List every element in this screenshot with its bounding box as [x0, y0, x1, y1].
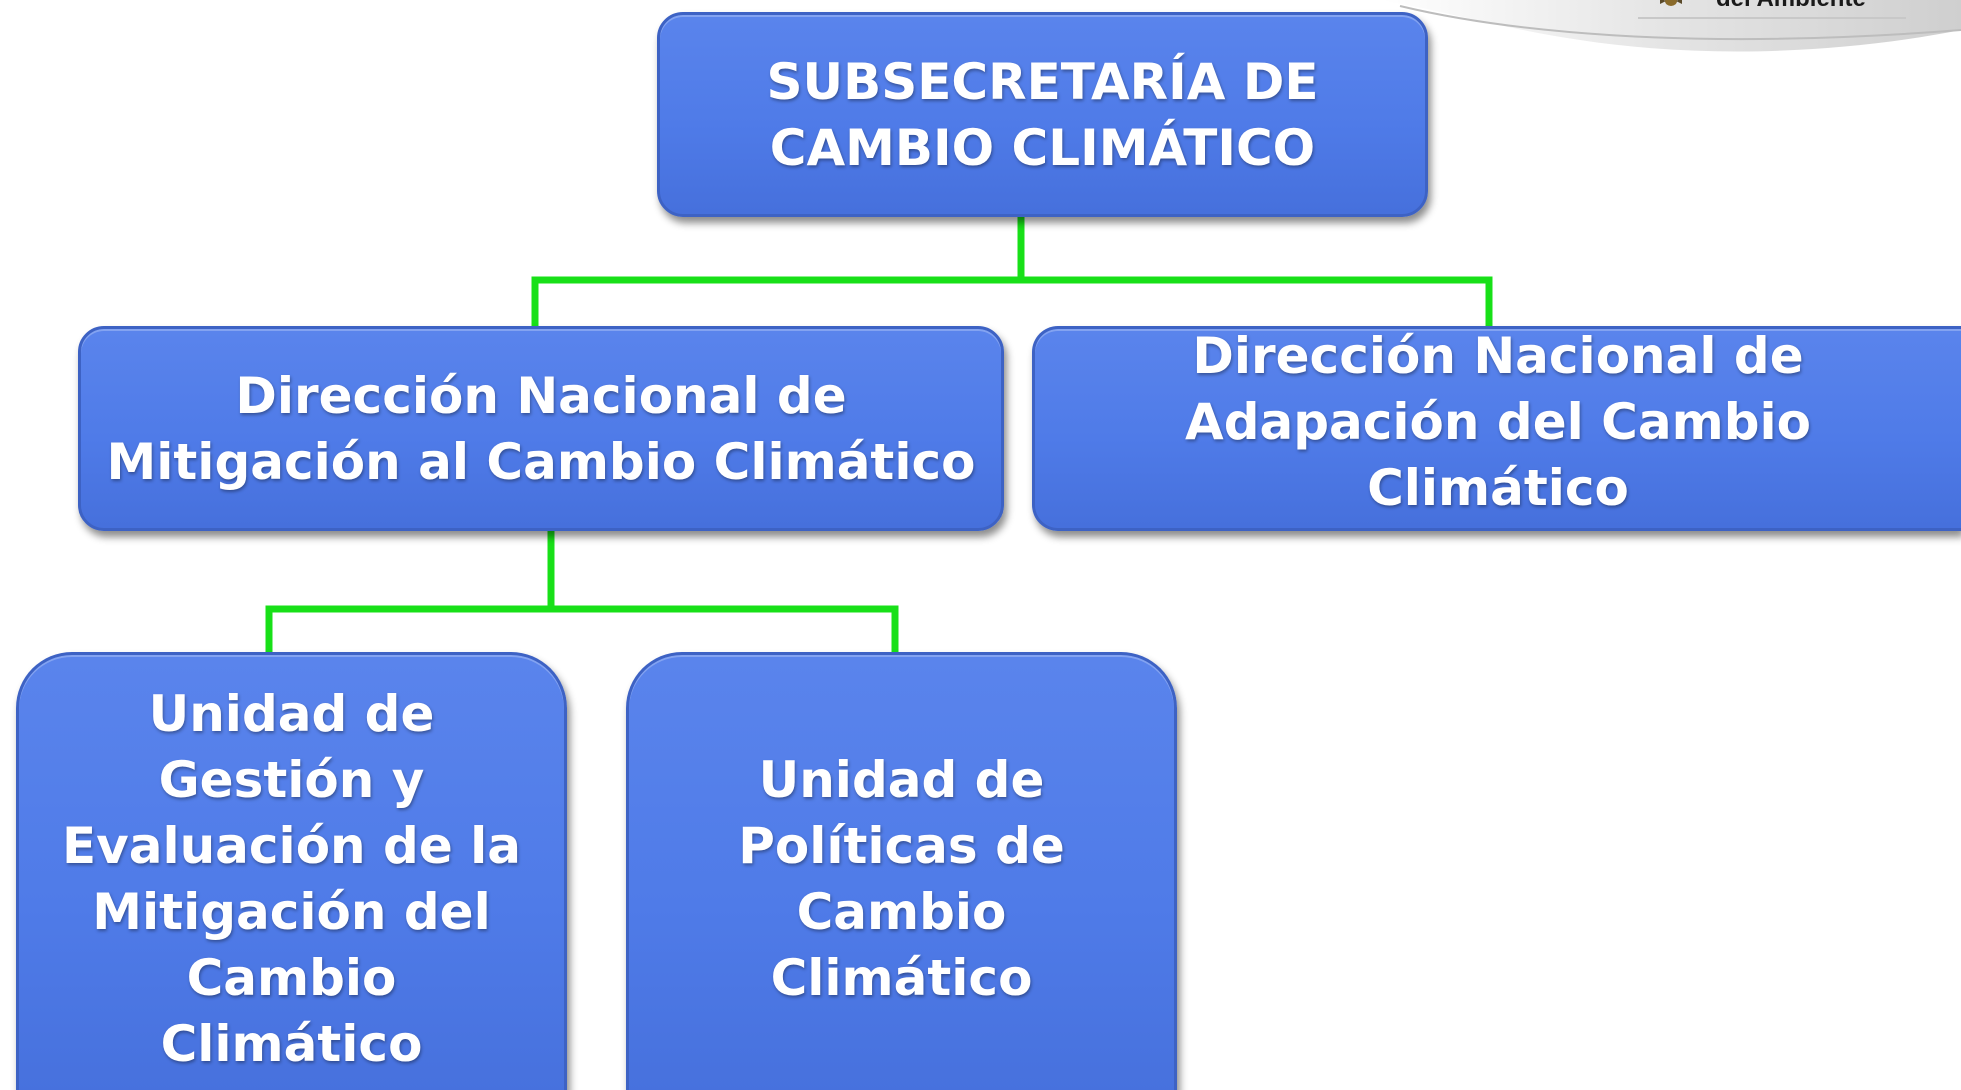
org-node-label: Dirección Nacional de Mitigación al Camb… — [106, 366, 976, 491]
coat-of-arms-icon — [1660, 0, 1682, 6]
org-node-unidad-gestion: Unidad de Gestión y Evaluación de la Mit… — [16, 652, 567, 1090]
header-swoosh-decoration — [1380, 0, 1961, 52]
org-node-label: SUBSECRETARÍA DE CAMBIO CLIMÁTICO — [766, 52, 1319, 177]
org-node-direccion-mitigacion: Dirección Nacional de Mitigación al Camb… — [78, 326, 1004, 531]
logo-divider — [1638, 17, 1906, 19]
ministry-logo-text: del Ambiente — [1716, 0, 1912, 12]
org-node-direccion-adaptacion: Dirección Nacional de Adapación del Camb… — [1032, 326, 1961, 531]
org-node-unidad-politicas: Unidad de Políticas de Cambio Climático — [626, 652, 1177, 1090]
org-node-label: Unidad de Políticas de Cambio Climático — [738, 751, 1065, 1007]
org-node-subsecretaria: SUBSECRETARÍA DE CAMBIO CLIMÁTICO — [657, 12, 1428, 217]
org-node-label: Dirección Nacional de Adapación del Camb… — [1185, 326, 1811, 517]
org-node-label: Unidad de Gestión y Evaluación de la Mit… — [61, 685, 522, 1073]
